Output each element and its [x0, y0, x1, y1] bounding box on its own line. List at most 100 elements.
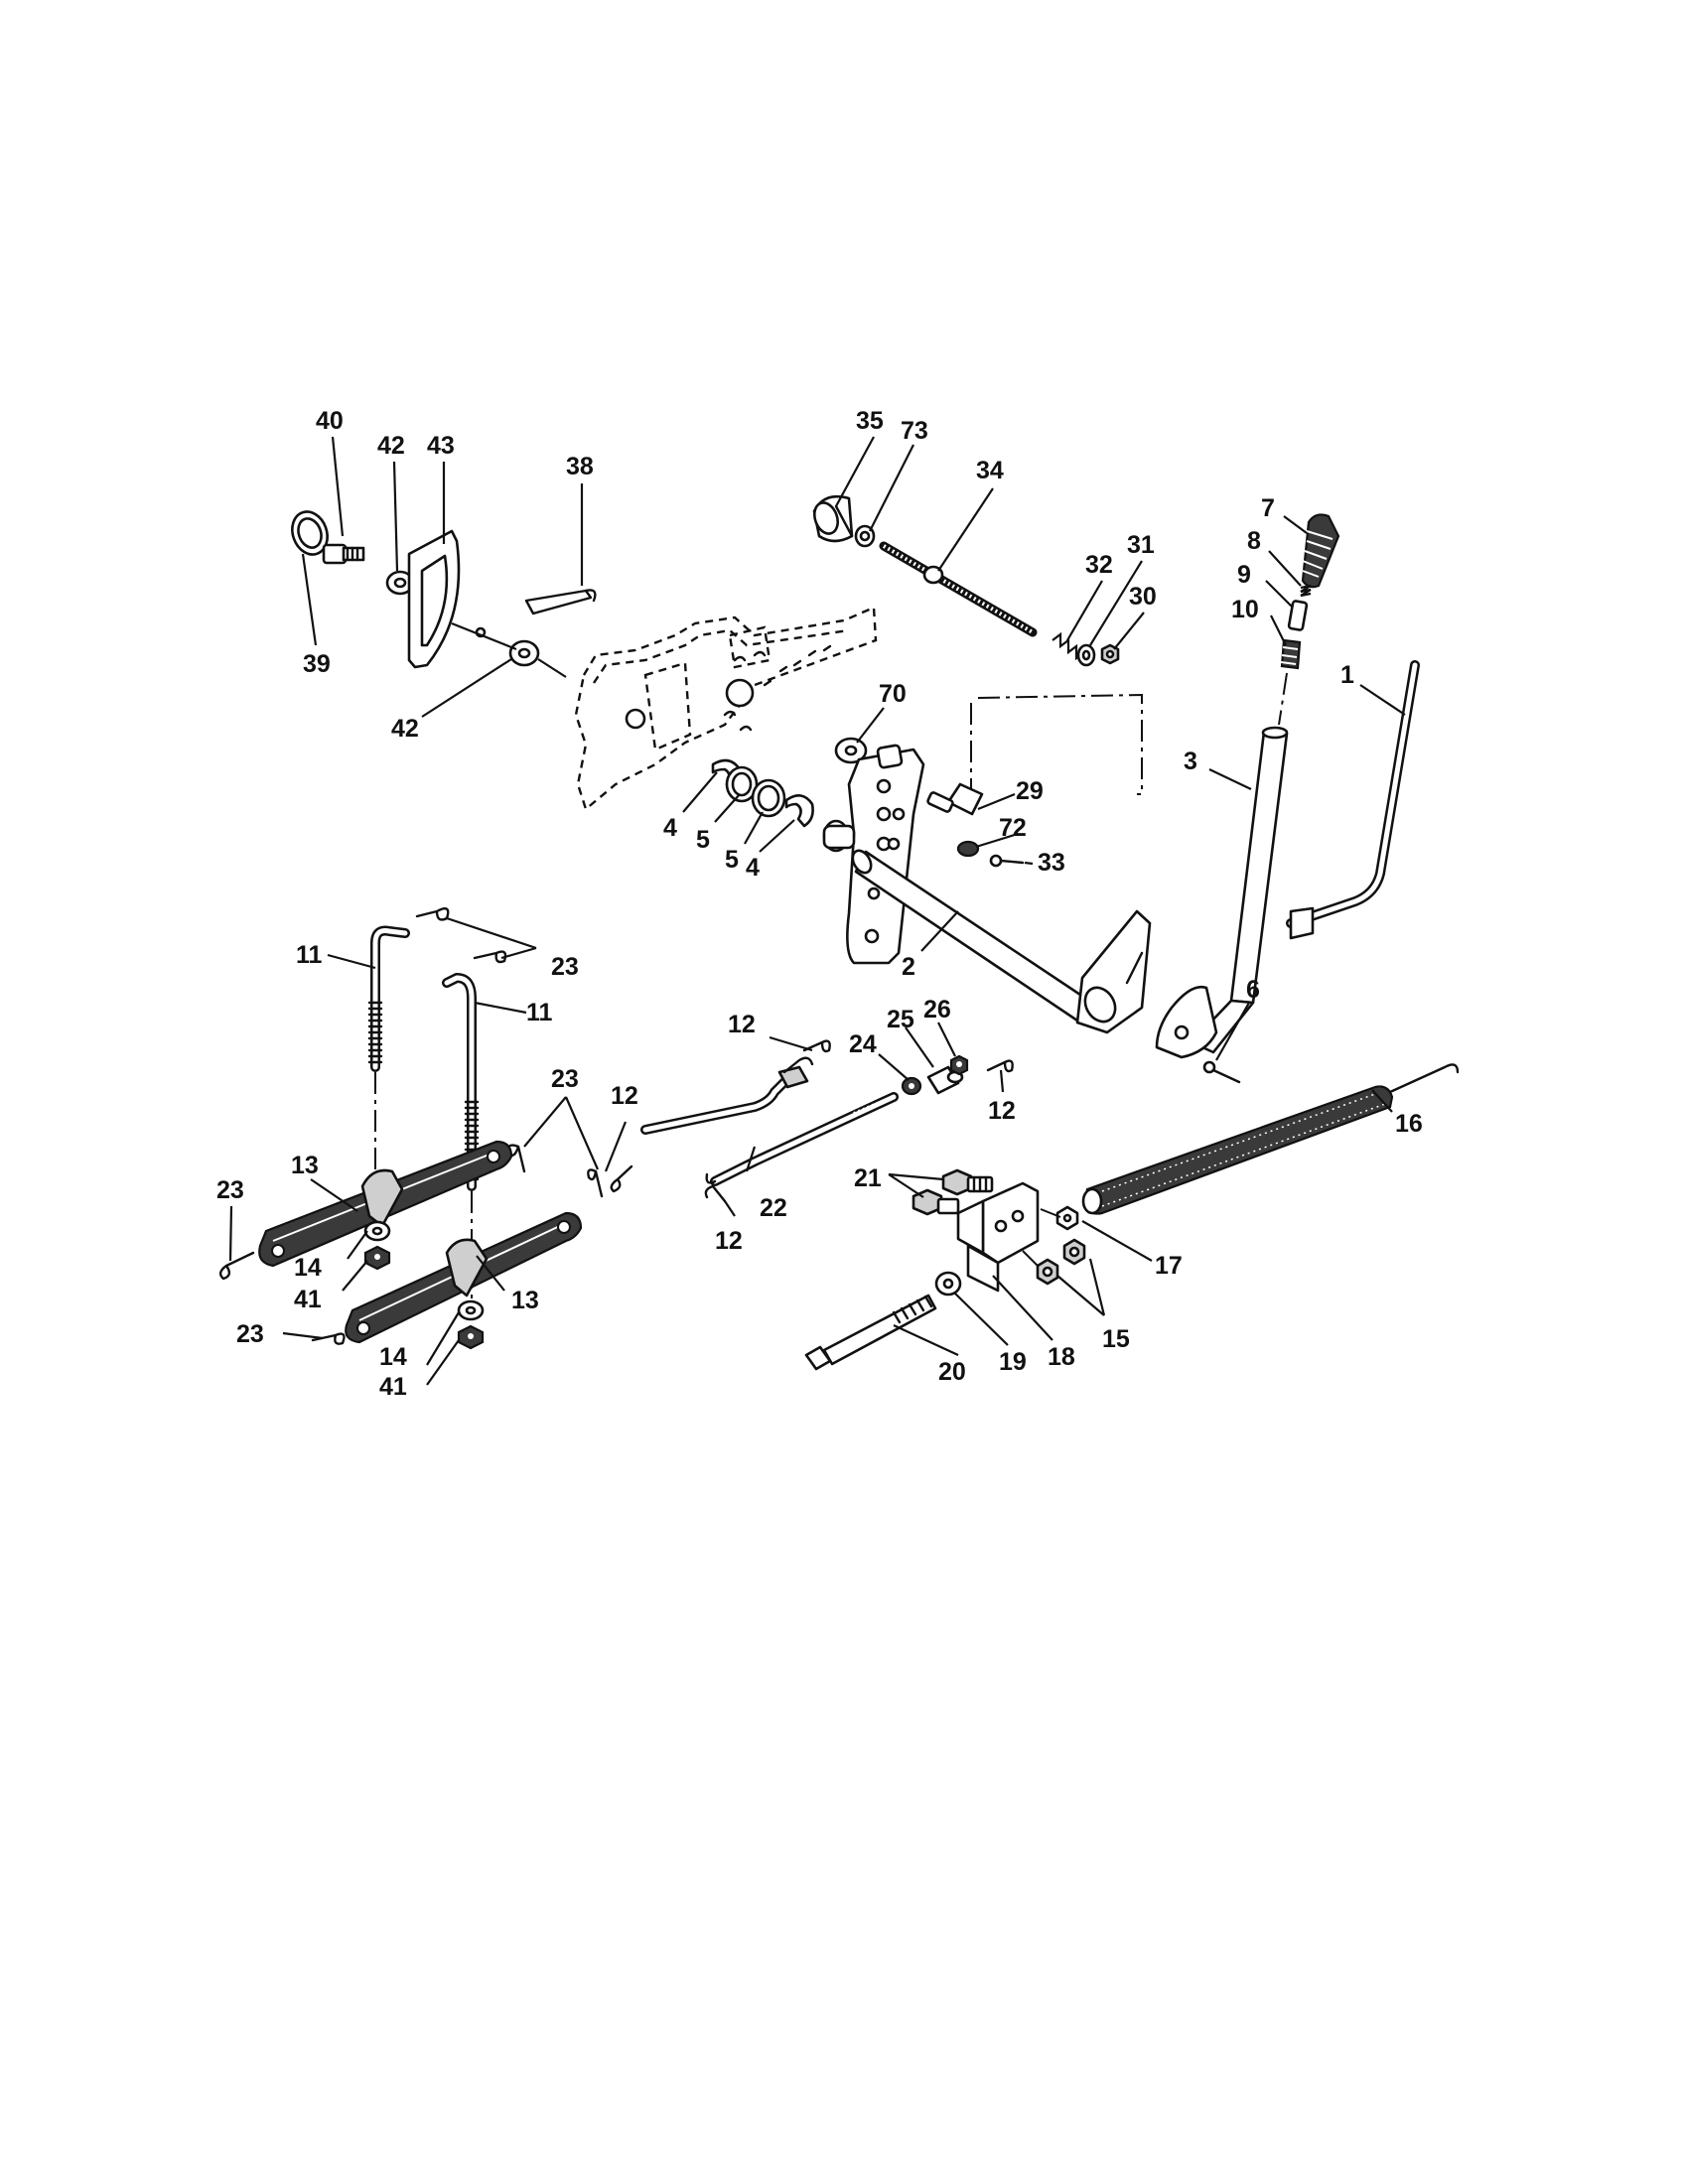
nut-41-upper [363, 1245, 391, 1271]
callout-15: 15 [1102, 1325, 1130, 1353]
callout-38: 38 [566, 453, 594, 480]
nut-41-lower [457, 1324, 485, 1350]
callout-11-right: 11 [526, 999, 553, 1026]
cotter-pin-23-top-a [415, 907, 450, 921]
callout-1: 1 [1340, 661, 1354, 689]
washer-42-lower [508, 639, 540, 667]
callout-7: 7 [1261, 494, 1275, 522]
screw-33 [989, 854, 1025, 868]
cotter-pin-23-top-b [473, 950, 507, 964]
callout-42-lower: 42 [391, 715, 419, 743]
height-adjust-plate-43 [407, 529, 487, 669]
keeper-ring-39 [291, 510, 329, 556]
trunnion-29 [926, 782, 984, 816]
washer-72 [956, 840, 980, 858]
callout-13-lower: 13 [511, 1287, 539, 1314]
nut-30 [1100, 643, 1120, 665]
callout-4-right: 4 [746, 854, 760, 882]
handle-grip-7 [1301, 513, 1340, 589]
washer-14-lower [457, 1299, 485, 1321]
callout-12-top: 12 [728, 1011, 756, 1038]
cotter-pin-23-left [218, 1251, 255, 1281]
leader-lines [228, 436, 1406, 1386]
nut-15-right [1062, 1238, 1086, 1266]
callout-34: 34 [976, 457, 1004, 484]
washer-19 [934, 1271, 962, 1297]
callout-41-lower: 41 [379, 1373, 407, 1401]
callout-43: 43 [427, 432, 455, 460]
pin-9 [1287, 600, 1309, 631]
callout-23-mid: 23 [551, 1065, 579, 1093]
shoulder-bolt-40 [322, 543, 365, 565]
screw-6 [1202, 1060, 1241, 1084]
lift-link-13-lower [345, 1211, 583, 1344]
cotter-pin-23-bottom [311, 1332, 346, 1345]
callout-23-left: 23 [216, 1176, 244, 1204]
callout-12-bottom: 12 [715, 1227, 743, 1255]
callout-5-left: 5 [696, 826, 710, 854]
callout-2: 2 [902, 953, 915, 981]
nut-73 [854, 524, 876, 548]
knob-35 [812, 494, 854, 543]
spring-32 [1052, 631, 1085, 661]
clip-12-left [610, 1164, 633, 1193]
callout-13-upper: 13 [291, 1152, 319, 1179]
callout-33: 33 [1038, 849, 1065, 877]
frame-outline [574, 606, 878, 812]
callout-5-right: 5 [725, 846, 739, 874]
callout-24: 24 [849, 1030, 877, 1058]
nut-26 [949, 1054, 969, 1076]
bearing-5-left [725, 765, 759, 803]
callout-29: 29 [1016, 777, 1044, 805]
spring-8 [1300, 584, 1312, 598]
callout-17: 17 [1155, 1252, 1183, 1280]
callout-31: 31 [1127, 531, 1155, 559]
callout-9: 9 [1237, 561, 1251, 589]
callout-32: 32 [1085, 551, 1113, 579]
callout-labels: 40 42 43 38 39 42 35 73 34 32 31 30 7 8 … [216, 407, 1423, 1401]
bolt-21-upper [941, 1168, 994, 1196]
callout-22: 22 [760, 1194, 787, 1222]
callout-23-top: 23 [551, 953, 579, 981]
threaded-rod-34 [879, 541, 1038, 637]
nut-15-left [1036, 1258, 1059, 1286]
spring-10 [1280, 638, 1302, 670]
callout-19: 19 [999, 1348, 1027, 1376]
callout-23-bottom: 23 [236, 1320, 264, 1348]
callout-16: 16 [1395, 1110, 1423, 1138]
lift-link-13-upper [258, 1140, 513, 1268]
callout-14-lower: 14 [379, 1343, 407, 1371]
lift-handle-rod-1 [1286, 660, 1420, 940]
callout-42-upper: 42 [377, 432, 405, 460]
callout-40: 40 [316, 407, 344, 435]
lift-shaft-2 [822, 744, 1152, 1034]
washer-31 [1076, 643, 1096, 667]
bearing-5-right [751, 778, 786, 818]
callout-21: 21 [854, 1164, 882, 1192]
callout-73: 73 [901, 417, 928, 445]
washer-14-upper [363, 1220, 391, 1242]
handle-bracket-3-base [1155, 985, 1218, 1059]
callout-12-right: 12 [988, 1097, 1016, 1125]
retaining-ring-4-right [784, 794, 814, 828]
callout-10: 10 [1231, 596, 1259, 623]
clip-12-bottom [704, 1184, 727, 1203]
callout-20: 20 [938, 1358, 966, 1386]
nut-24 [901, 1076, 922, 1096]
callout-39: 39 [303, 650, 331, 678]
callout-12-mid-left: 12 [611, 1082, 638, 1110]
callout-70: 70 [879, 680, 907, 708]
callout-3: 3 [1184, 748, 1197, 775]
link-11-left [367, 925, 410, 1072]
callout-72: 72 [999, 814, 1027, 842]
clip-12-right [986, 1059, 1014, 1073]
callout-11-left: 11 [296, 941, 323, 969]
callout-30: 30 [1129, 583, 1157, 611]
spring-16 [1081, 1063, 1460, 1215]
nut-17 [1055, 1205, 1079, 1231]
callout-14-upper: 14 [294, 1254, 322, 1282]
cotter-pin-23-mid-b [587, 1168, 604, 1198]
callout-26: 26 [923, 996, 951, 1024]
callout-4-left: 4 [663, 814, 677, 842]
